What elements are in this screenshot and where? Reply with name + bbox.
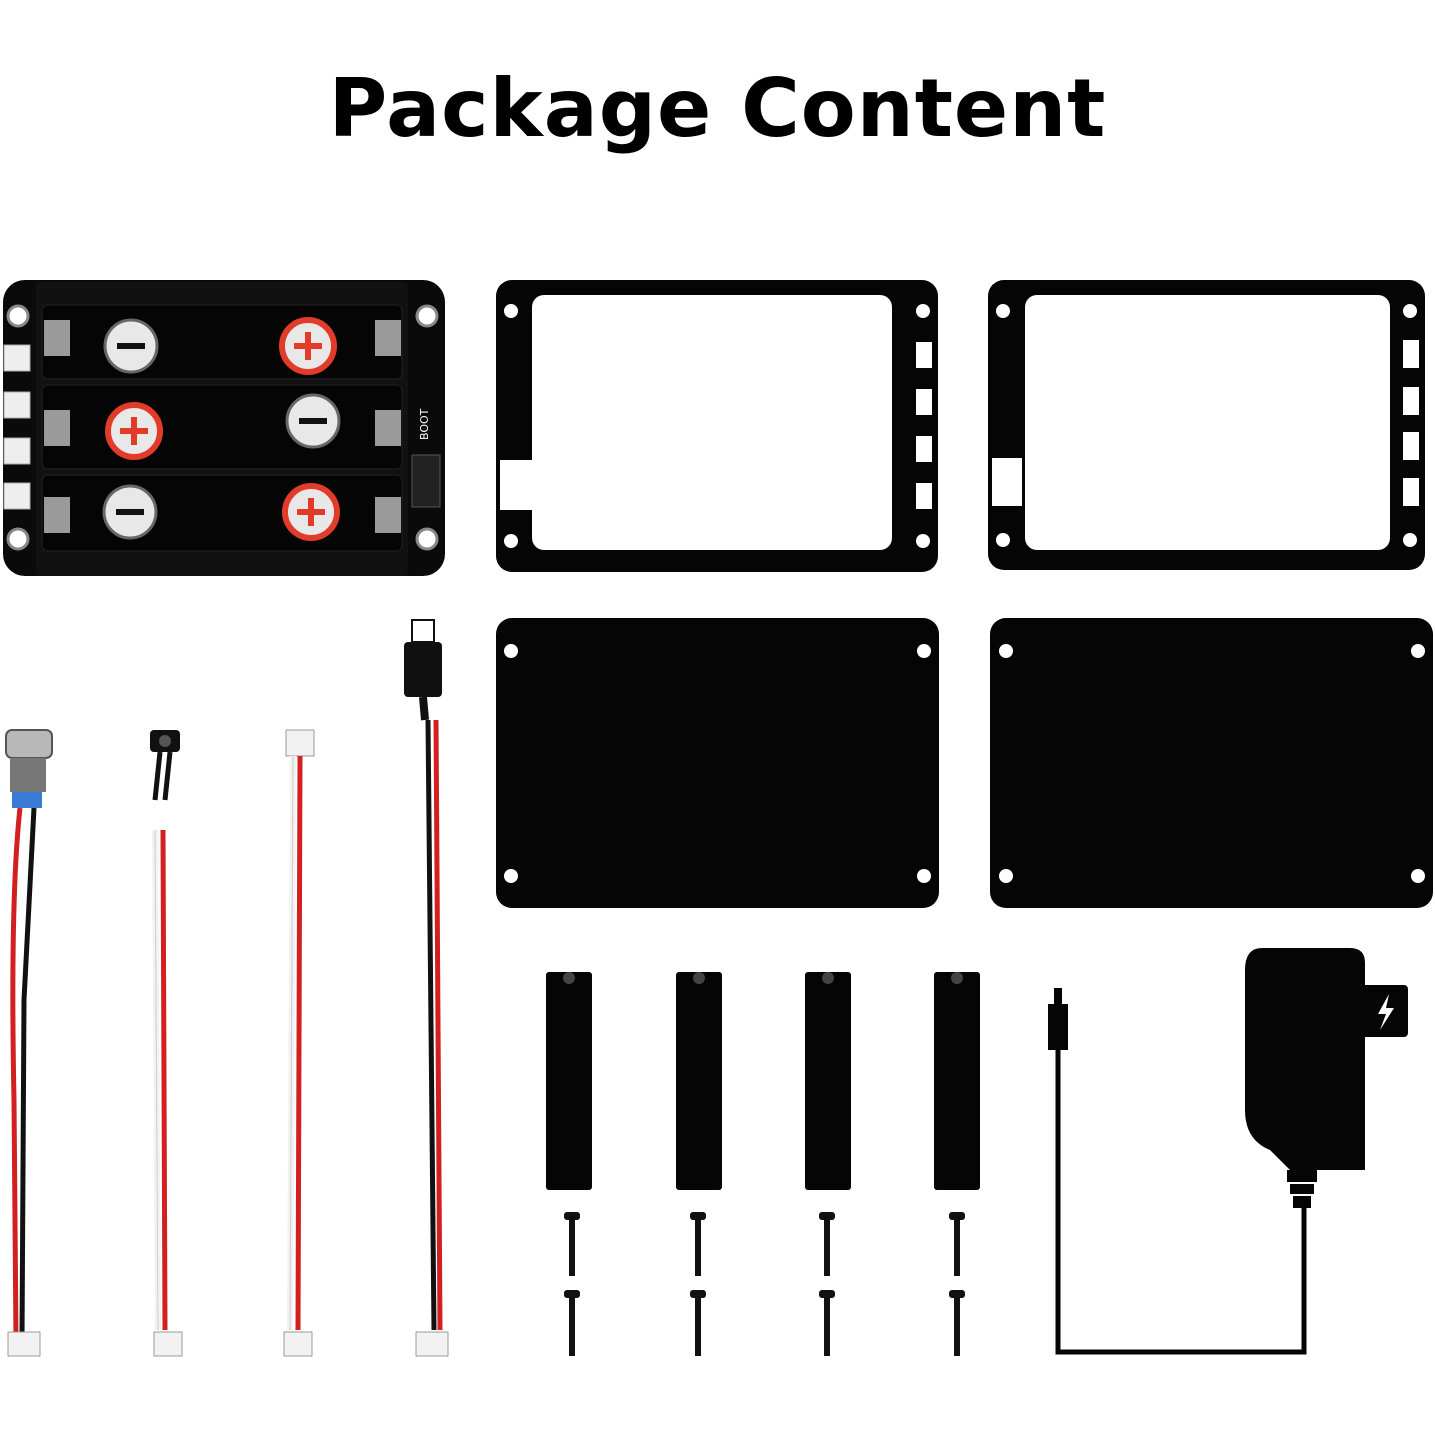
power-adapter — [1048, 948, 1408, 1355]
hex-standoff — [676, 972, 722, 1190]
hex-standoff — [546, 972, 592, 1190]
screw — [819, 1290, 835, 1356]
battery-holder-board — [3, 280, 445, 576]
hex-standoff — [805, 972, 851, 1190]
page-title: Package Content — [328, 62, 1107, 155]
plus-terminal-icon — [105, 402, 163, 460]
micro-usb-cable — [404, 619, 449, 1357]
screw — [690, 1212, 706, 1276]
plus-terminal-icon — [279, 317, 337, 375]
hex-standoff — [934, 972, 980, 1190]
boot-label: BOOT — [418, 408, 431, 440]
screw — [949, 1290, 965, 1356]
dc-jack-cable — [150, 730, 183, 1357]
screw — [564, 1212, 580, 1276]
minus-terminal-icon — [102, 484, 158, 540]
screw — [564, 1290, 580, 1356]
jst-connector-cable — [283, 729, 315, 1357]
power-switch-cable — [5, 729, 53, 1357]
plus-terminal-icon — [282, 483, 340, 541]
minus-terminal-icon — [285, 393, 341, 449]
acrylic-plate — [496, 618, 939, 908]
lightning-icon — [1378, 994, 1394, 1030]
acrylic-plate — [990, 618, 1433, 908]
acrylic-frame — [988, 280, 1425, 570]
minus-terminal-icon — [103, 318, 159, 374]
screw — [949, 1212, 965, 1276]
screw — [819, 1212, 835, 1276]
screw — [690, 1290, 706, 1356]
acrylic-frame — [496, 280, 938, 572]
